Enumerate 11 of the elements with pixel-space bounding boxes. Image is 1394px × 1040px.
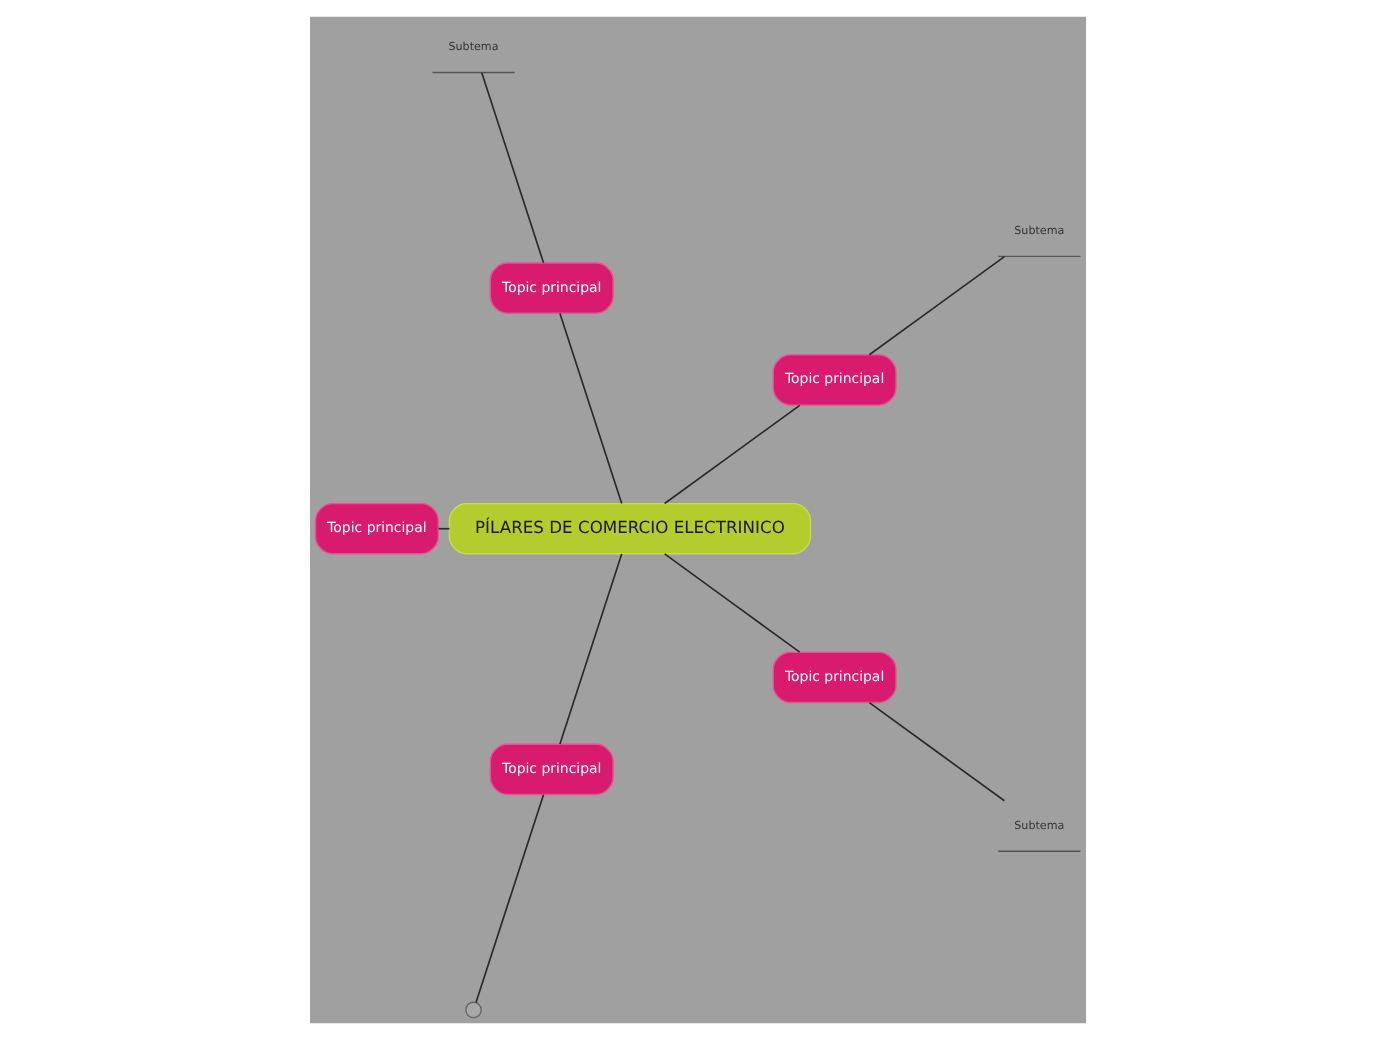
connector <box>662 553 800 653</box>
connector <box>558 312 622 505</box>
connector <box>474 793 544 1004</box>
connector <box>436 527 450 530</box>
connector <box>662 404 800 505</box>
connector <box>867 701 1005 802</box>
connector <box>558 553 622 745</box>
node-circle <box>464 1001 481 1019</box>
node-box: PÍLARES DE COMERCIO ELECTRINICO <box>447 502 811 555</box>
connector <box>867 255 1005 356</box>
connector <box>479 71 544 264</box>
